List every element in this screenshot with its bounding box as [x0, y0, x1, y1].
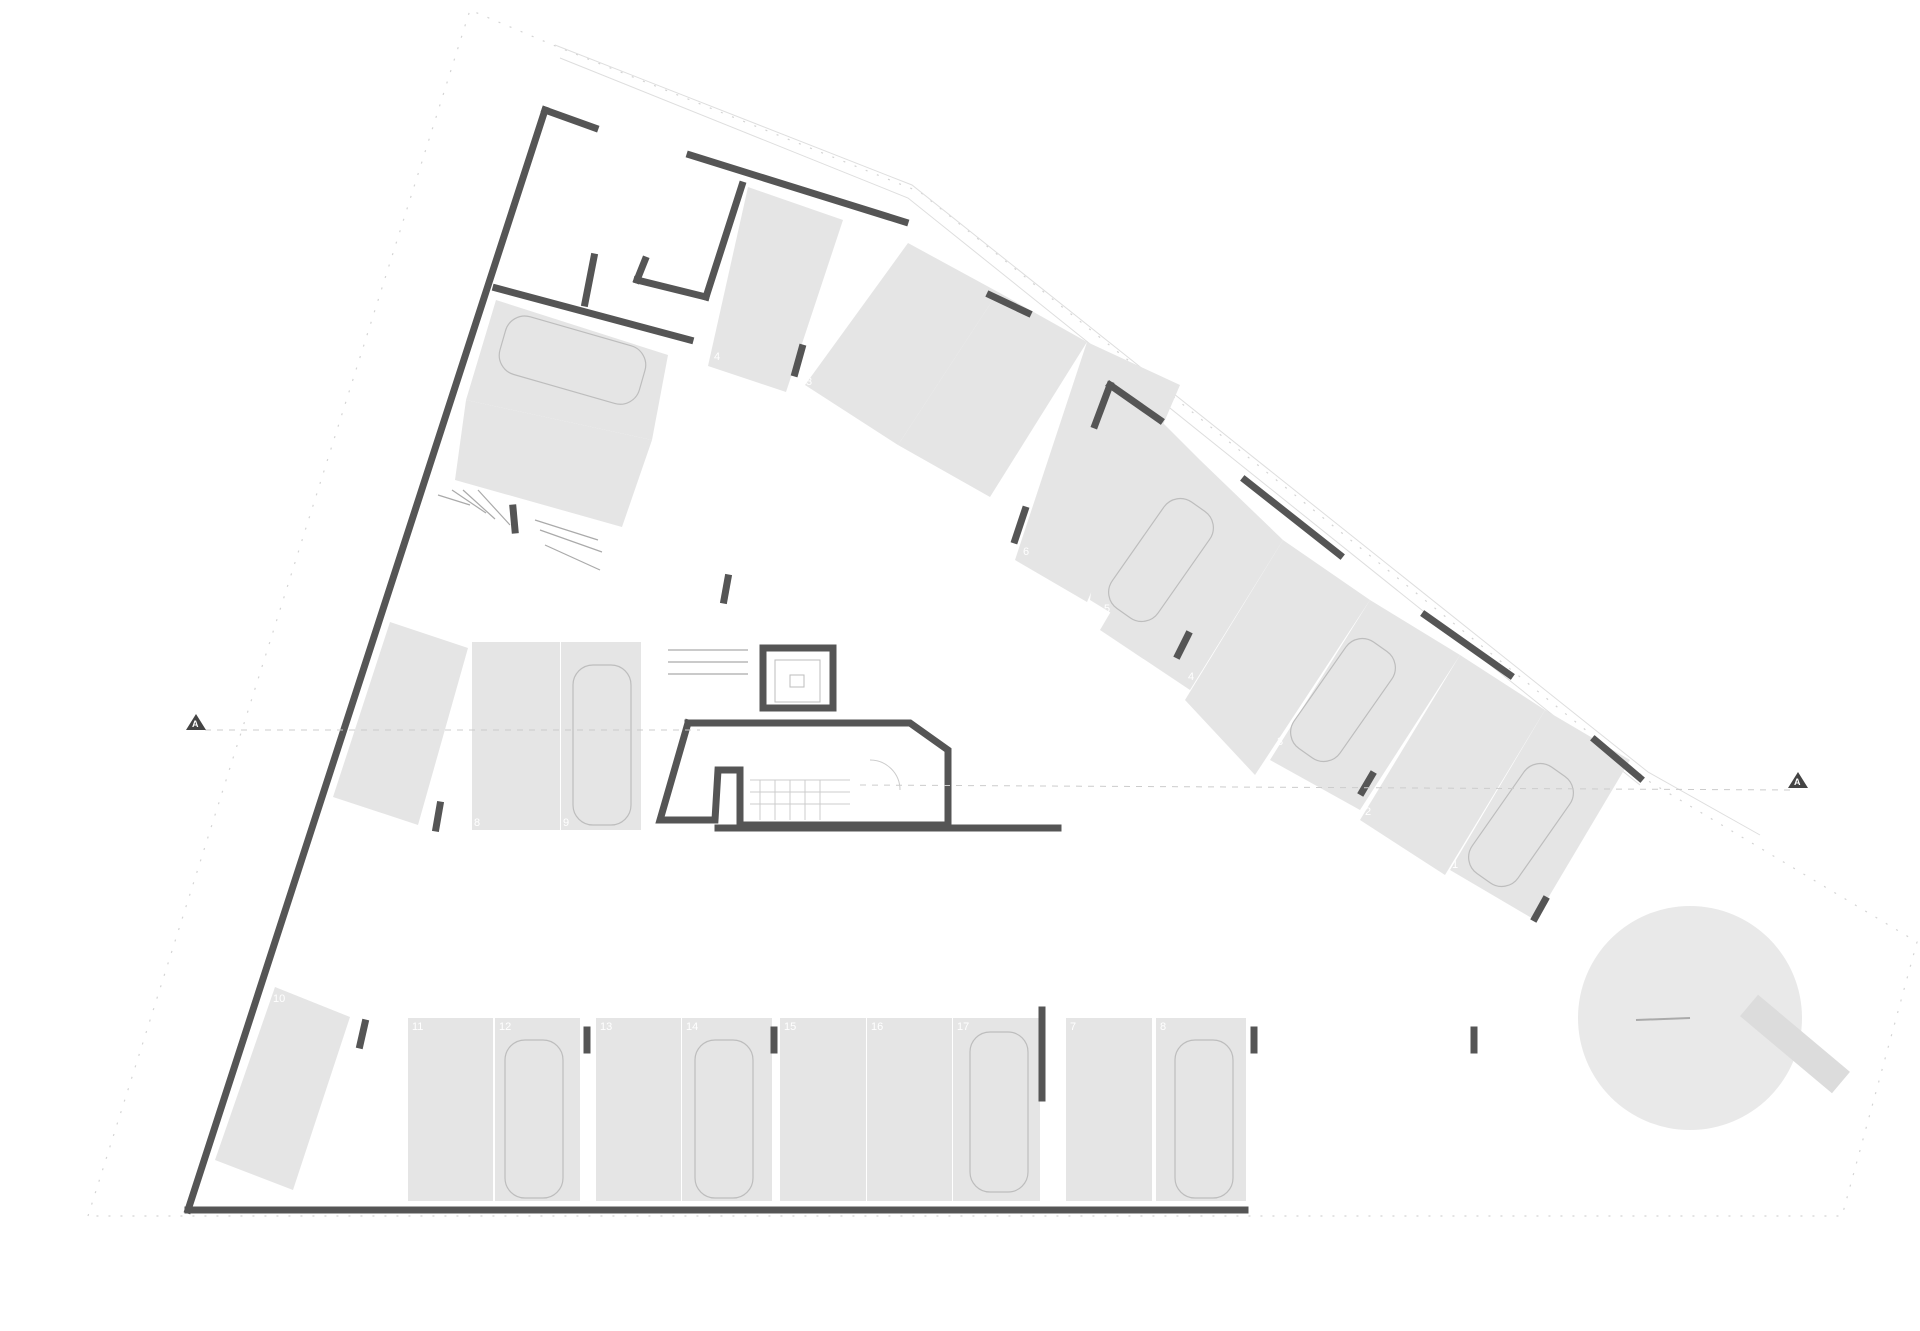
space-label: 15 — [784, 1021, 796, 1033]
stair-icon — [750, 759, 901, 820]
space-label: 8 — [474, 817, 480, 829]
parking-labels: 4 3 2 1 6 5 4 3 2 1 8 9 10 11 12 13 14 1… — [273, 351, 1458, 1033]
space-label: 4 — [1188, 671, 1194, 683]
section-marker-right: A — [1788, 772, 1808, 788]
space-label: 7 — [1070, 1021, 1076, 1033]
svg-text:A: A — [1794, 777, 1801, 787]
car-icon — [498, 315, 1574, 1199]
space-label: 3 — [1277, 736, 1283, 748]
space-label: 3 — [806, 376, 812, 388]
space-label: 4 — [714, 351, 720, 363]
elevator-icon — [774, 659, 821, 703]
section-line — [205, 729, 1791, 791]
space-label: 12 — [499, 1021, 511, 1033]
space-label: 1 — [942, 481, 948, 493]
section-marker-left: A — [186, 714, 206, 730]
svg-text:A: A — [192, 719, 199, 729]
space-label: 17 — [957, 1021, 969, 1033]
space-label: 11 — [412, 1021, 423, 1033]
space-label: 13 — [600, 1021, 612, 1033]
space-label: 9 — [563, 817, 569, 829]
walls — [183, 105, 1645, 1215]
space-label: 5 — [1104, 603, 1110, 615]
space-label: 2 — [872, 431, 878, 443]
parking-bays — [215, 187, 1630, 1201]
playground-icon — [1578, 906, 1850, 1130]
space-label: 16 — [871, 1021, 883, 1033]
space-label: 14 — [686, 1021, 698, 1033]
outer-path — [554, 44, 1761, 836]
space-label: 10 — [273, 993, 285, 1005]
space-label: 8 — [1160, 1021, 1166, 1033]
space-label: 2 — [1365, 806, 1371, 818]
space-label: 1 — [1452, 859, 1458, 871]
bicycle-rack-icon — [437, 489, 748, 675]
space-label: 6 — [1023, 546, 1029, 558]
